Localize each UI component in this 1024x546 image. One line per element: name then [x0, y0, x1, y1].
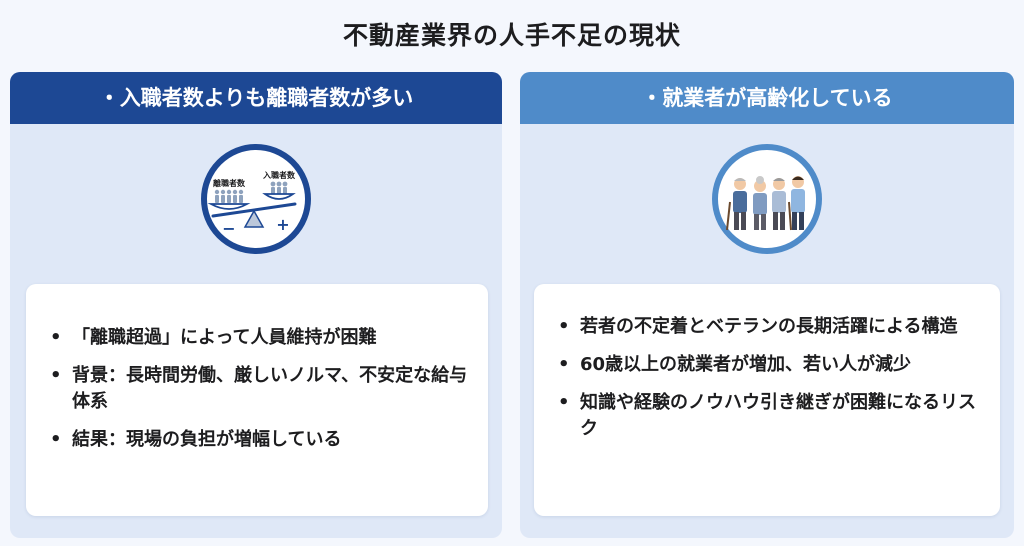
- left-panel-header: ・入職者数よりも離職者数が多い: [10, 72, 502, 124]
- list-item: 60歳以上の就業者が増加、若い人が減少: [556, 352, 988, 378]
- right-panel: ・就業者が高齢化している: [520, 72, 1014, 538]
- right-scale-label: 入職者数: [262, 170, 296, 180]
- list-item: 若者の不定着とベテランの長期活躍による構造: [556, 314, 988, 340]
- left-scale-label: 離職者数: [213, 178, 246, 188]
- right-panel-header: ・就業者が高齢化している: [520, 72, 1014, 124]
- right-info-card: 若者の不定着とベテランの長期活躍による構造 60歳以上の就業者が増加、若い人が減…: [534, 284, 1000, 516]
- elderly-workers-icon: [712, 144, 822, 254]
- page-title: 不動産業界の人手不足の現状: [342, 21, 681, 50]
- list-item: 「離職超過」によって人員維持が困難: [48, 325, 476, 351]
- minus-icon: −: [222, 219, 235, 238]
- list-item: 知識や経験のノウハウ引き継ぎが困難になるリスク: [556, 390, 988, 442]
- plus-icon: +: [276, 215, 289, 234]
- seesaw-balance-icon: 離職者数 入職者数 − +: [201, 144, 311, 254]
- list-item: 背景：長時間労働、厳しいノルマ、不安定な給与体系: [48, 363, 476, 415]
- right-bullet-list: 若者の不定着とベテランの長期活躍による構造 60歳以上の就業者が増加、若い人が減…: [534, 284, 1000, 442]
- list-item: 結果：現場の負担が増幅している: [48, 427, 476, 453]
- left-info-card: 「離職超過」によって人員維持が困難 背景：長時間労働、厳しいノルマ、不安定な給与…: [26, 284, 488, 516]
- left-panel: ・入職者数よりも離職者数が多い 離職者数 入職者数: [10, 72, 502, 538]
- left-bullet-list: 「離職超過」によって人員維持が困難 背景：長時間労働、厳しいノルマ、不安定な給与…: [26, 284, 488, 453]
